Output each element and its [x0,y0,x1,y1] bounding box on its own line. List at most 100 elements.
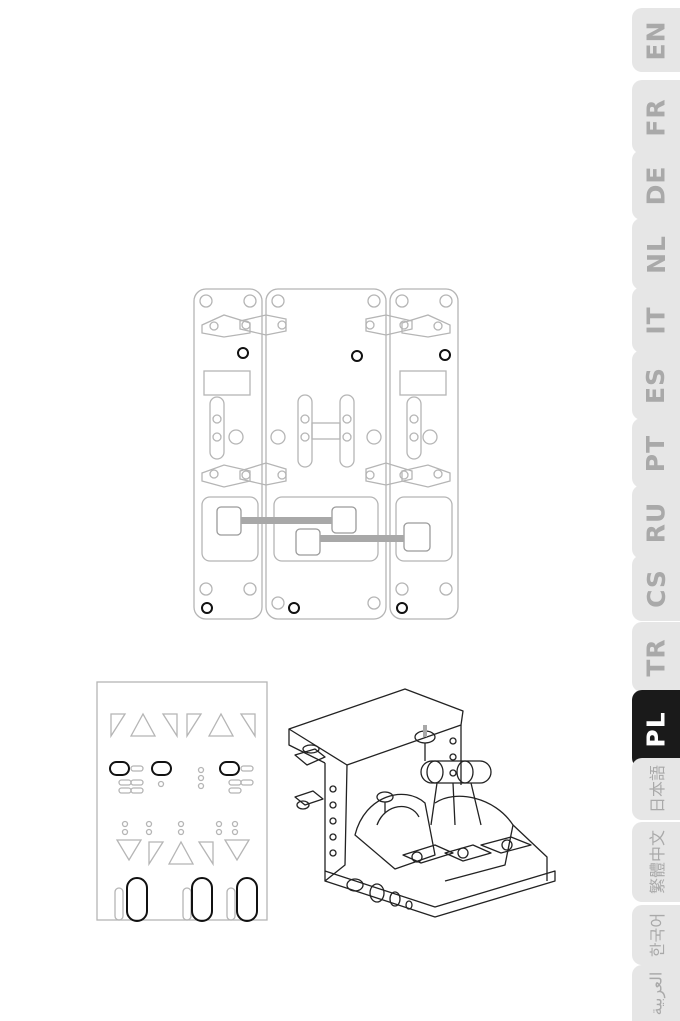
hole [199,768,204,773]
tab-de-label: DE [642,165,671,205]
hole [123,830,128,835]
tab-ru[interactable]: RU [632,485,680,559]
clamp-knob [297,801,309,809]
connector [404,523,430,551]
cable [241,517,332,524]
tab-es[interactable]: ES [632,350,680,420]
bracket [402,315,450,337]
throttle-body-curve [377,807,419,825]
highlight-slot [220,762,239,775]
slot [183,888,191,920]
connector [332,507,356,533]
slot [131,766,143,771]
highlight-screw [352,351,362,361]
clamp [295,749,325,765]
switch [502,840,512,850]
hole [434,322,442,330]
connector [217,507,241,535]
triangle [199,842,213,864]
hole [406,901,412,909]
hole [301,415,309,423]
slot [340,395,354,467]
hole [410,433,418,441]
slot [227,888,235,920]
tab-es-label: ES [642,366,671,403]
tab-ko-label: 한국어 [644,913,668,957]
triangle [241,714,255,736]
tab-zh-tw[interactable]: 繁體中文 [632,822,680,902]
triangle [131,714,155,736]
triangle [149,842,163,864]
slot [131,788,143,793]
hole [366,321,374,329]
hole [244,583,256,595]
tab-ja[interactable]: 日本語 [632,758,680,820]
slot [115,888,123,920]
hole [123,822,128,827]
tab-ru-label: RU [642,501,671,543]
bracket [402,465,450,487]
triangle [209,714,233,736]
hole [213,415,221,423]
hole [233,830,238,835]
left-rail [194,289,262,619]
handle-end [427,761,443,783]
slot [229,788,241,793]
tab-zh-tw-label: 繁體中文 [644,830,668,894]
hole [229,430,243,444]
hole [244,295,256,307]
tab-tr-label: TR [642,638,671,676]
tab-tr[interactable]: TR [632,622,680,692]
triangle [187,714,201,736]
hole [200,583,212,595]
hole [370,884,384,902]
hole [368,295,380,307]
hole [400,471,408,479]
switch [412,852,422,862]
hole [343,433,351,441]
tab-fr[interactable]: FR [632,80,680,154]
hole [368,597,380,609]
tab-it[interactable]: IT [632,287,680,353]
tab-en[interactable]: EN [632,8,680,72]
handle-end [457,761,473,783]
lever-knob [377,792,393,802]
hole [450,770,456,776]
tab-pt-label: PT [641,434,670,471]
hole [147,822,152,827]
detail-fill [423,725,427,737]
hole [217,830,222,835]
label-plate [204,371,250,395]
mounting-plate-diagram [95,680,270,925]
tab-ko[interactable]: 한국어 [632,905,680,965]
hole [440,295,452,307]
hole [410,415,418,423]
tab-nl-label: NL [641,235,670,274]
hole [210,470,218,478]
highlight-screw [289,603,299,613]
hole [179,822,184,827]
slot [241,780,253,785]
triangle [163,714,177,736]
connector [296,529,320,555]
lever-shafts [431,783,481,825]
top-bracket [289,689,463,765]
highlight-slot [110,762,129,775]
hole [272,295,284,307]
hole [396,583,408,595]
tab-it-label: IT [641,306,670,334]
hole [199,784,204,789]
highlight-long-slot [127,878,147,921]
tab-pl[interactable]: PL [632,690,680,768]
tab-pt[interactable]: PT [632,418,680,488]
tab-nl[interactable]: NL [632,218,680,290]
hole [330,786,336,792]
connector-housing [274,497,378,561]
tab-pl-label: PL [641,711,670,747]
hole [396,295,408,307]
tab-ar[interactable]: العربية [632,965,680,1021]
slot [229,780,241,785]
tab-de[interactable]: DE [632,150,680,220]
triangle [225,840,249,860]
tab-cs[interactable]: CS [632,555,680,621]
